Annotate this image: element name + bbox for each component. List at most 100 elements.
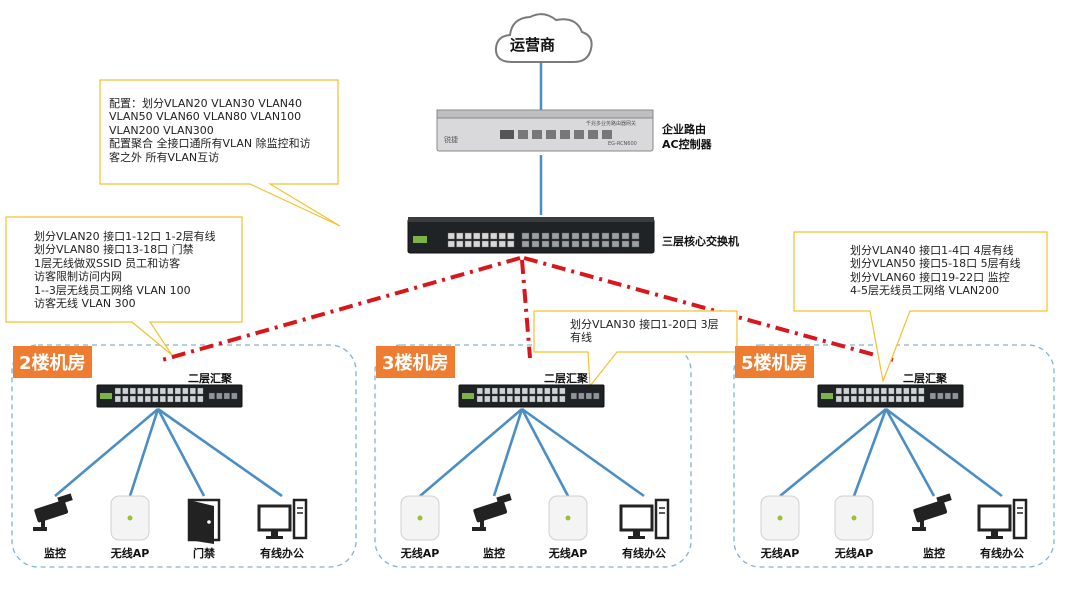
device-link: [156, 408, 206, 497]
core-sfp-port: [581, 232, 590, 240]
agg-port: [521, 395, 528, 403]
agg-port: [888, 387, 895, 395]
camera-body: [34, 500, 69, 523]
device-link: [521, 407, 645, 498]
core-port: [507, 232, 515, 240]
agg-port: [197, 387, 204, 395]
agg-switch-label-3f: 二层汇聚: [544, 372, 588, 385]
callout-2f-text: 划分VLAN20 接口1-12口 1-2层有线 划分VLAN80 接口13-18…: [34, 230, 216, 311]
agg-port: [895, 395, 902, 403]
core-sfp-port: [621, 240, 630, 248]
agg-port: [895, 387, 902, 395]
core-sfp-port: [531, 232, 540, 240]
core-sfp-port: [521, 232, 530, 240]
ap-led: [127, 515, 133, 521]
camera-body: [913, 500, 948, 523]
device-link: [128, 408, 160, 497]
core-port: [490, 232, 498, 240]
device-label-2f-2: 无线AP: [110, 547, 150, 560]
router-device: [436, 109, 654, 152]
core-sfp-port: [581, 240, 590, 248]
agg-port: [114, 395, 121, 403]
agg-port: [529, 395, 536, 403]
pc-monitor: [257, 504, 292, 532]
agg-port: [144, 387, 151, 395]
agg-port: [858, 387, 865, 395]
agg-port: [484, 395, 491, 403]
router-brand: 锐捷: [444, 136, 458, 144]
agg-sfp-port: [231, 392, 238, 400]
room-box-2f: [11, 344, 357, 568]
agg-port: [167, 387, 174, 395]
agg-port: [858, 395, 865, 403]
core-port: [490, 240, 498, 248]
agg-switch-ports: [114, 387, 959, 403]
core-switch-ports: [447, 232, 640, 248]
agg-port: [506, 387, 513, 395]
device-links: [54, 407, 1003, 498]
core-sfp-port: [631, 240, 640, 248]
agg-port: [499, 387, 506, 395]
agg-port: [144, 395, 151, 403]
room-box-3f: [374, 344, 692, 568]
agg-port: [491, 387, 498, 395]
device-label-3f-1: 无线AP: [400, 547, 440, 560]
pc-tower: [1012, 498, 1028, 540]
camera-base: [912, 527, 926, 531]
core-sfp-port: [601, 240, 610, 248]
core-sfp-port: [631, 232, 640, 240]
pc-neck: [633, 530, 640, 536]
agg-port: [843, 395, 850, 403]
agg-port: [544, 387, 551, 395]
agg-port: [835, 387, 842, 395]
callout-router-shape: [99, 79, 341, 227]
camera-mount: [480, 515, 484, 528]
device-link: [54, 408, 159, 497]
core-sfp-port: [591, 240, 600, 248]
device-link: [884, 408, 936, 497]
device-link: [520, 408, 570, 497]
agg-port: [137, 395, 144, 403]
camera-icon: [472, 493, 512, 531]
router-label-line1: 企业路由: [662, 123, 706, 136]
ap-led: [777, 515, 783, 521]
device-link: [852, 408, 888, 497]
core-port: [481, 240, 489, 248]
router-model: EG-RCN600: [608, 141, 637, 147]
core-sfp-port: [621, 232, 630, 240]
camera-mount: [41, 515, 45, 528]
agg-sfp-port: [929, 392, 936, 400]
core-sfp-port: [591, 232, 600, 240]
device-label-3f-2: 监控: [483, 547, 505, 560]
agg-port: [910, 387, 917, 395]
agg-port: [850, 395, 857, 403]
router-label-line2: AC控制器: [662, 138, 712, 151]
core-port: [473, 240, 481, 248]
agg-port: [499, 395, 506, 403]
core-port: [498, 232, 506, 240]
uplink-core-5f: [523, 256, 894, 362]
agg-sfp-port: [570, 392, 577, 400]
device-link: [419, 408, 523, 497]
agg-port: [918, 395, 925, 403]
agg-port: [122, 395, 129, 403]
agg-port: [174, 395, 181, 403]
agg-port: [551, 387, 558, 395]
agg-port: [189, 395, 196, 403]
core-sfp-port: [541, 232, 550, 240]
agg-port: [491, 395, 498, 403]
core-port: [464, 232, 472, 240]
agg-port: [888, 395, 895, 403]
agg-port: [476, 395, 483, 403]
device-link: [885, 407, 1003, 498]
agg-port: [544, 395, 551, 403]
door-knob: [207, 520, 211, 524]
agg-port: [835, 395, 842, 403]
agg-port: [197, 395, 204, 403]
agg-port: [182, 387, 189, 395]
room-tag-2f: 2楼机房: [13, 346, 92, 378]
wireless-ap-icon: [110, 495, 150, 541]
agg-sfp-port: [578, 392, 585, 400]
device-label-2f-3: 门禁: [193, 547, 215, 560]
